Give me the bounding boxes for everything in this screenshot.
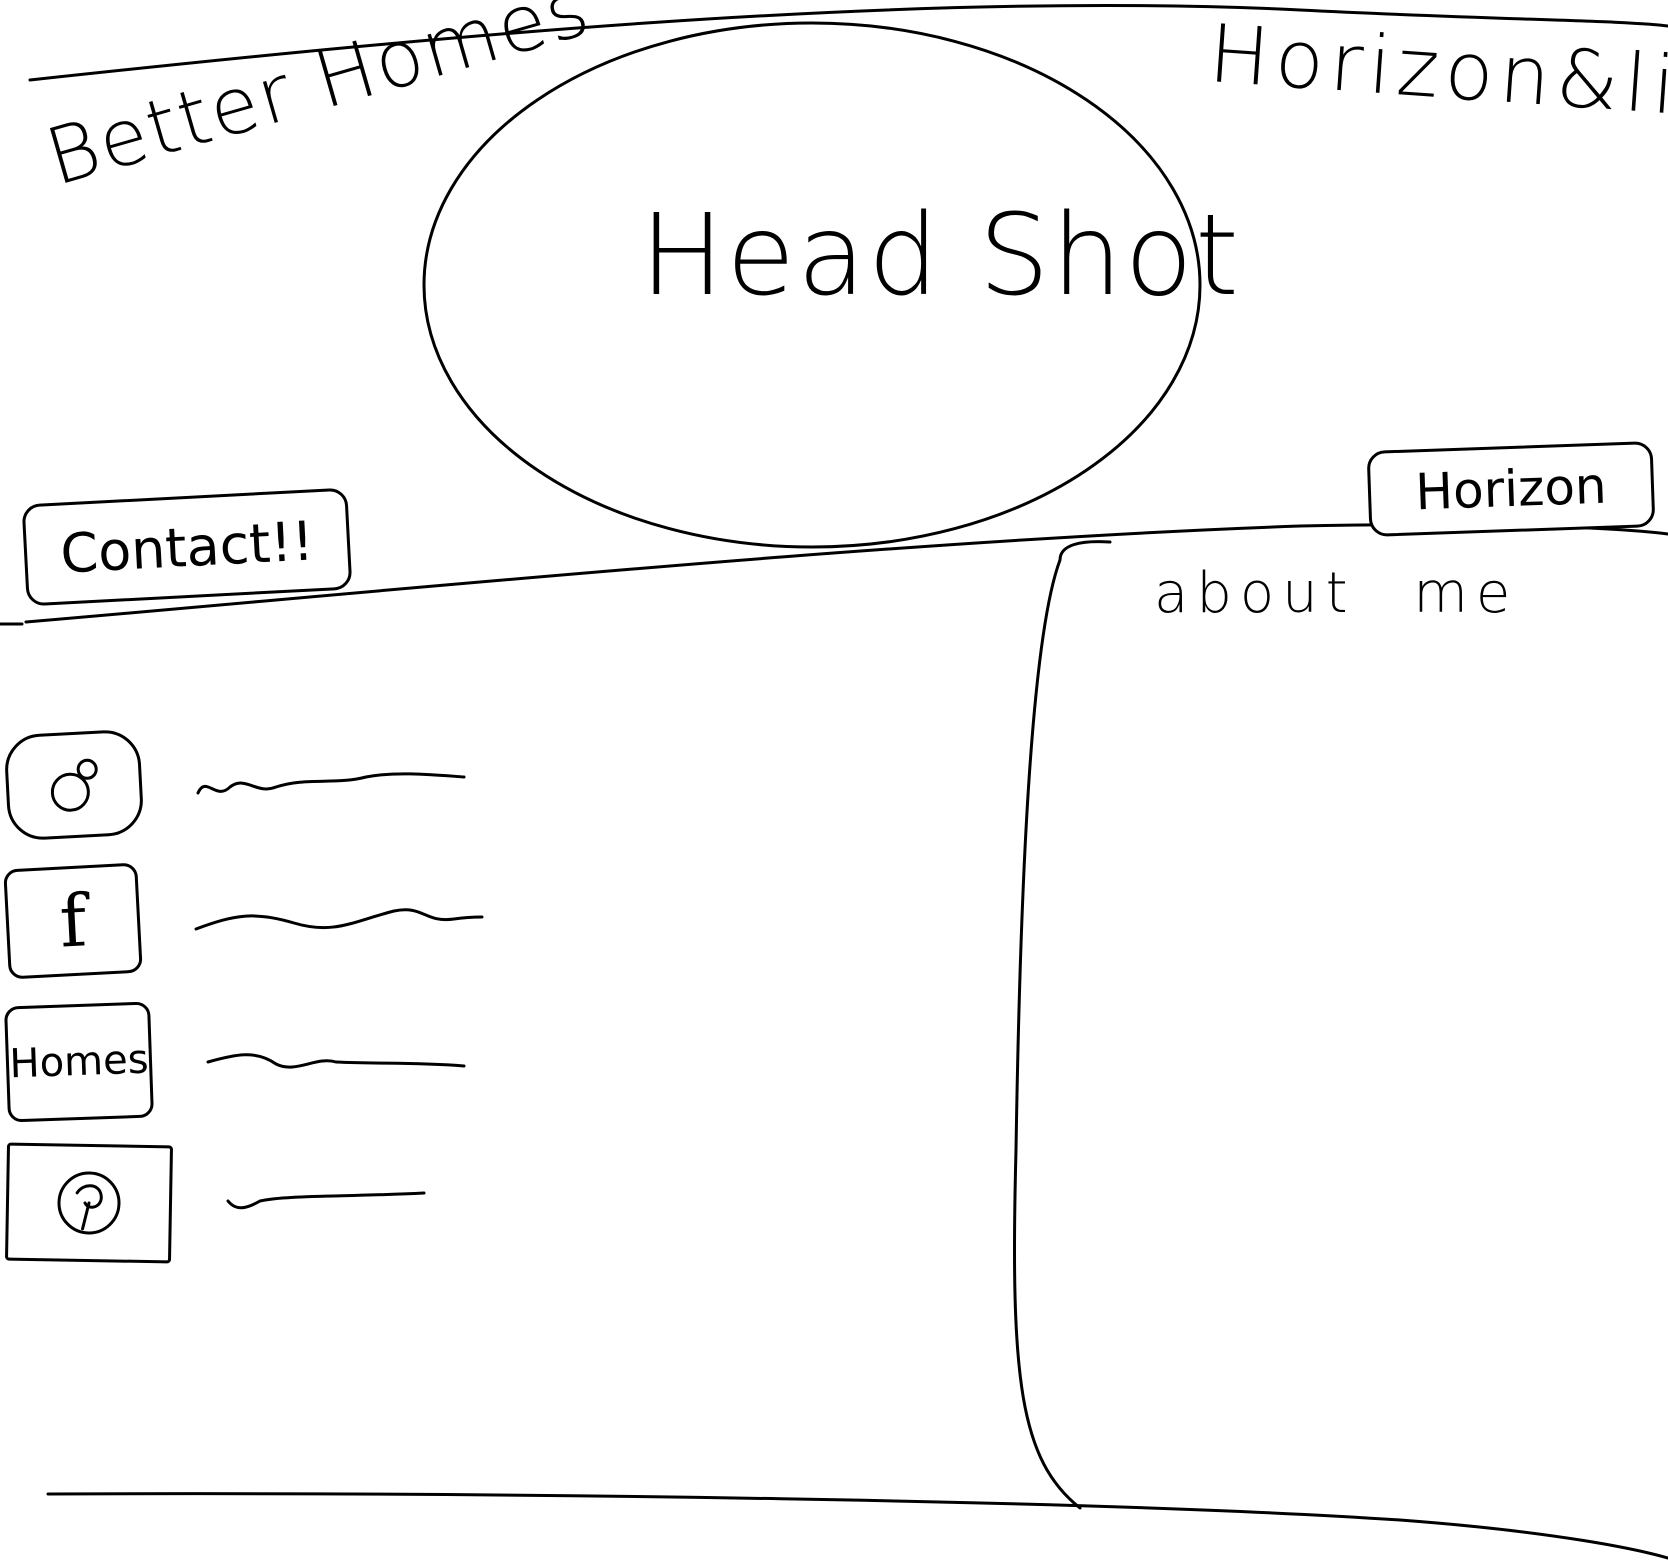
homes-button[interactable]: Homes bbox=[4, 1001, 154, 1123]
headshot-label: Head Shot bbox=[640, 191, 1241, 321]
pinterest-button[interactable] bbox=[4, 1142, 174, 1264]
link-text-placeholder bbox=[226, 1191, 426, 1210]
link-text-placeholder bbox=[206, 1053, 466, 1069]
instagram-button[interactable] bbox=[3, 728, 145, 842]
instagram-icon bbox=[50, 758, 98, 812]
about-me-heading: about me bbox=[1154, 561, 1519, 626]
social-row-facebook: f bbox=[3, 862, 484, 980]
facebook-button[interactable]: f bbox=[3, 862, 143, 980]
pinterest-icon bbox=[57, 1171, 121, 1235]
headshot-placeholder bbox=[422, 21, 1202, 549]
social-row-pinterest bbox=[4, 1142, 426, 1264]
about-panel-border bbox=[1012, 540, 1112, 1510]
social-row-homes: Homes bbox=[4, 1001, 466, 1123]
social-row-instagram bbox=[3, 728, 466, 842]
link-text-placeholder bbox=[196, 772, 466, 795]
facebook-icon: f bbox=[57, 878, 89, 964]
footer-line bbox=[46, 1492, 1668, 1560]
homes-label: Homes bbox=[8, 1036, 150, 1088]
header-top-line bbox=[28, 3, 1668, 82]
link-text-placeholder bbox=[194, 908, 484, 931]
contact-button[interactable]: Contact!! bbox=[21, 487, 353, 607]
horizon-button[interactable]: Horizon bbox=[1366, 441, 1656, 537]
